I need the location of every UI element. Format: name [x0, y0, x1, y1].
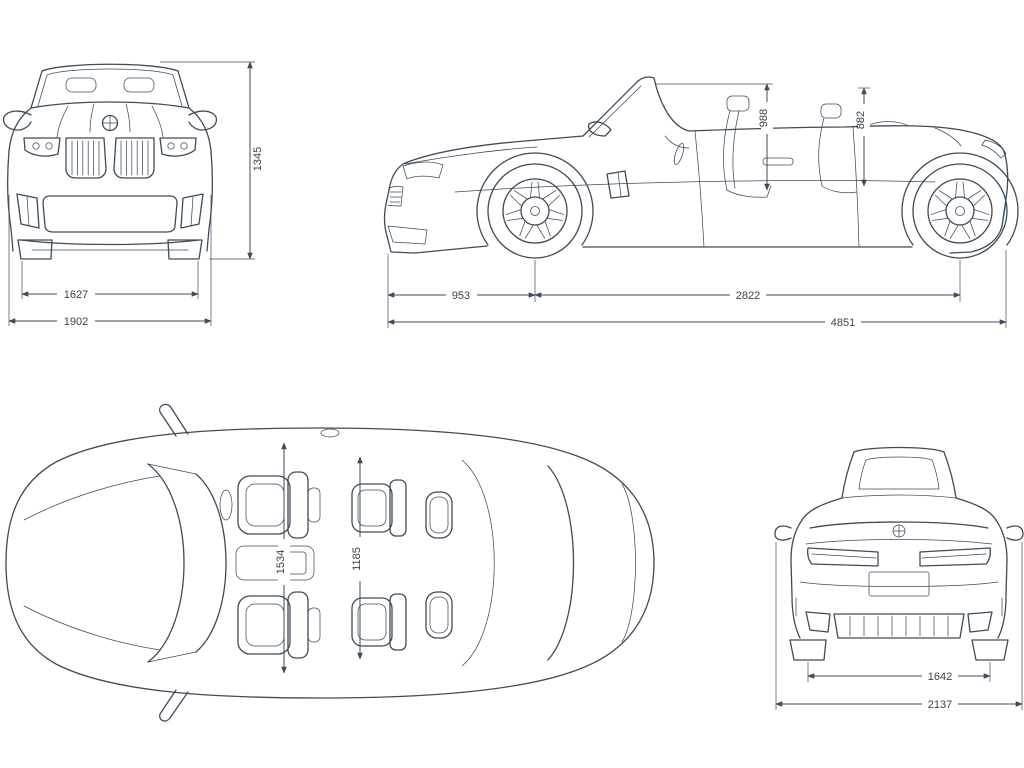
side-car-drawing	[383, 76, 1019, 259]
dim-overall-height-label: 1345	[252, 147, 264, 171]
dim-front-interior-width-label: 1534	[275, 550, 287, 574]
dim-front-interior-height-label: 988	[758, 109, 770, 127]
dim-rear-interior-height: 882	[855, 87, 870, 187]
dim-rear-track: 1642	[807, 662, 991, 683]
dim-overall-length-label: 4851	[831, 317, 855, 329]
headlight-left	[23, 137, 61, 157]
dim-wheelbase-label: 2822	[736, 290, 760, 302]
side-rear-seat	[818, 103, 858, 194]
dim-front-overhang: 953	[387, 254, 536, 328]
dim-rear-interior-width: 1185	[351, 456, 366, 660]
front-mirror-right	[188, 110, 218, 131]
rollover-bars	[425, 491, 453, 639]
dim-front-interior-width: 1534	[275, 442, 290, 674]
front-view-wheels	[17, 239, 203, 260]
dim-width-mirrors-label: 2137	[928, 699, 952, 711]
dim-front-interior-height: 988	[655, 83, 773, 191]
brand-roundel-icon	[101, 114, 119, 132]
dim-overall-height: 1345	[160, 61, 264, 260]
dim-track-width-label: 1627	[64, 289, 88, 301]
rear-view: 1642 2137	[774, 446, 1024, 711]
top-car-drawing	[5, 403, 655, 722]
rear-roundel-icon	[892, 524, 906, 538]
side-rear-wheel	[912, 163, 1008, 259]
rear-mirror-left	[774, 525, 792, 541]
rear-view-wheels	[789, 639, 1009, 661]
kidney-grille	[65, 137, 155, 179]
dim-width-mirrors: 2137	[775, 542, 1023, 711]
top-mirror-right	[159, 689, 189, 722]
dim-track-width: 1627	[21, 261, 199, 301]
side-view: 988 882 953 2822 4851	[383, 76, 1019, 329]
front-car-drawing	[2, 63, 218, 260]
rear-diffuser	[805, 611, 993, 639]
front-view: 1345 1627 1902	[2, 61, 264, 328]
dim-wheelbase: 2822	[534, 260, 961, 302]
taillight-left	[806, 547, 879, 567]
headlight-right	[159, 137, 197, 157]
dim-front-overhang-label: 953	[452, 290, 470, 302]
side-headlight	[402, 161, 444, 180]
dim-overall-length: 4851	[387, 250, 1007, 329]
front-air-intake	[42, 195, 178, 233]
top-mirror-left	[159, 403, 189, 437]
dim-overall-width-label: 1902	[64, 316, 88, 328]
front-headrests	[65, 77, 155, 93]
dim-rear-interior-width-label: 1185	[351, 547, 363, 571]
dim-rear-interior-height-label: 882	[855, 111, 867, 129]
rear-car-drawing	[774, 446, 1024, 661]
side-mirror	[587, 121, 612, 137]
side-front-seat	[723, 95, 772, 198]
taillight-right	[919, 547, 992, 567]
dim-rear-track-label: 1642	[928, 671, 952, 683]
front-mirror-left	[2, 110, 32, 131]
top-view: 1534 1185	[5, 403, 655, 722]
dim-overall-width: 1902	[8, 195, 212, 328]
rear-mirror-right	[1006, 525, 1024, 541]
side-front-wheel	[487, 163, 583, 259]
